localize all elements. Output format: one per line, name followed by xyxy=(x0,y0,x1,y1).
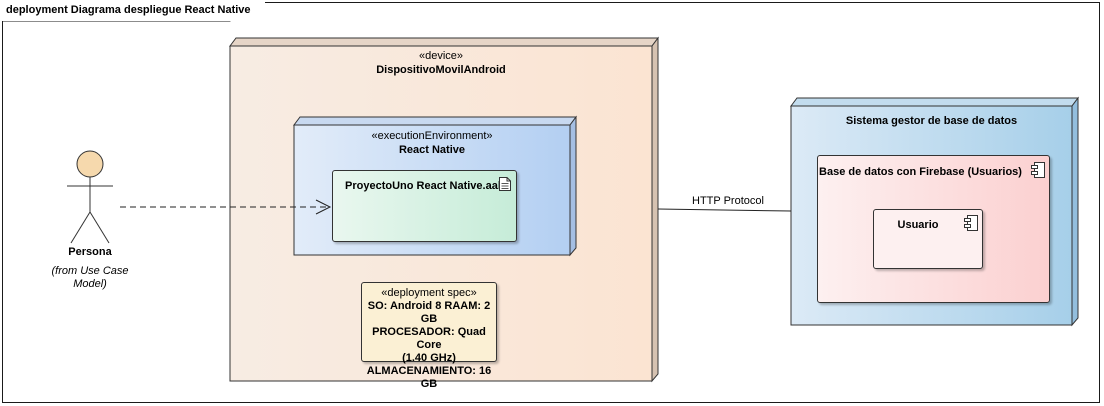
http-connector-label: HTTP Protocol xyxy=(692,195,764,207)
device-name: DispositivoMovilAndroid xyxy=(376,64,506,76)
document-icon xyxy=(499,177,511,191)
dependency-connector[interactable] xyxy=(120,199,332,215)
deployment-spec-line: SO: Android 8 RAAM: 2 GB xyxy=(367,300,491,325)
deployment-spec-box[interactable]: «deployment spec» SO: Android 8 RAAM: 2 … xyxy=(361,282,497,390)
actor-origin-line1: (from Use Case xyxy=(51,265,129,277)
actor-name: Persona xyxy=(68,246,112,258)
frame-title: deployment Diagrama despliegue React Nat… xyxy=(2,2,265,21)
db-component-name: Base de datos con Firebase (Usuarios) xyxy=(819,166,1022,178)
deployment-spec-line: ALMACENAMIENTO: 16 GB xyxy=(366,365,492,390)
actor-figure[interactable] xyxy=(67,150,113,244)
deployment-spec-line: PROCESADOR: Quad Core xyxy=(372,326,486,351)
actor-origin-line2: Model) xyxy=(73,278,107,290)
component-icon xyxy=(964,215,978,231)
db-component-box[interactable]: Base de datos con Firebase (Usuarios) Us… xyxy=(817,155,1050,303)
http-connector[interactable] xyxy=(657,208,792,212)
db-node-name: Sistema gestor de base de datos xyxy=(845,115,1018,127)
device-stereotype: «device» xyxy=(418,50,464,62)
deployment-spec-stereotype: «deployment spec» xyxy=(381,287,477,299)
deployment-spec-line: (1.40 GHz) xyxy=(402,352,456,364)
user-component-box[interactable]: Usuario xyxy=(873,209,983,269)
exec-env-name: React Native xyxy=(398,144,466,156)
artifact-box[interactable]: ProyectoUno React Native.aab xyxy=(332,170,517,242)
component-icon xyxy=(1031,162,1045,178)
user-component-name: Usuario xyxy=(897,219,939,231)
exec-env-stereotype: «executionEnvironment» xyxy=(371,130,493,142)
artifact-name: ProyectoUno React Native.aab xyxy=(345,180,505,192)
